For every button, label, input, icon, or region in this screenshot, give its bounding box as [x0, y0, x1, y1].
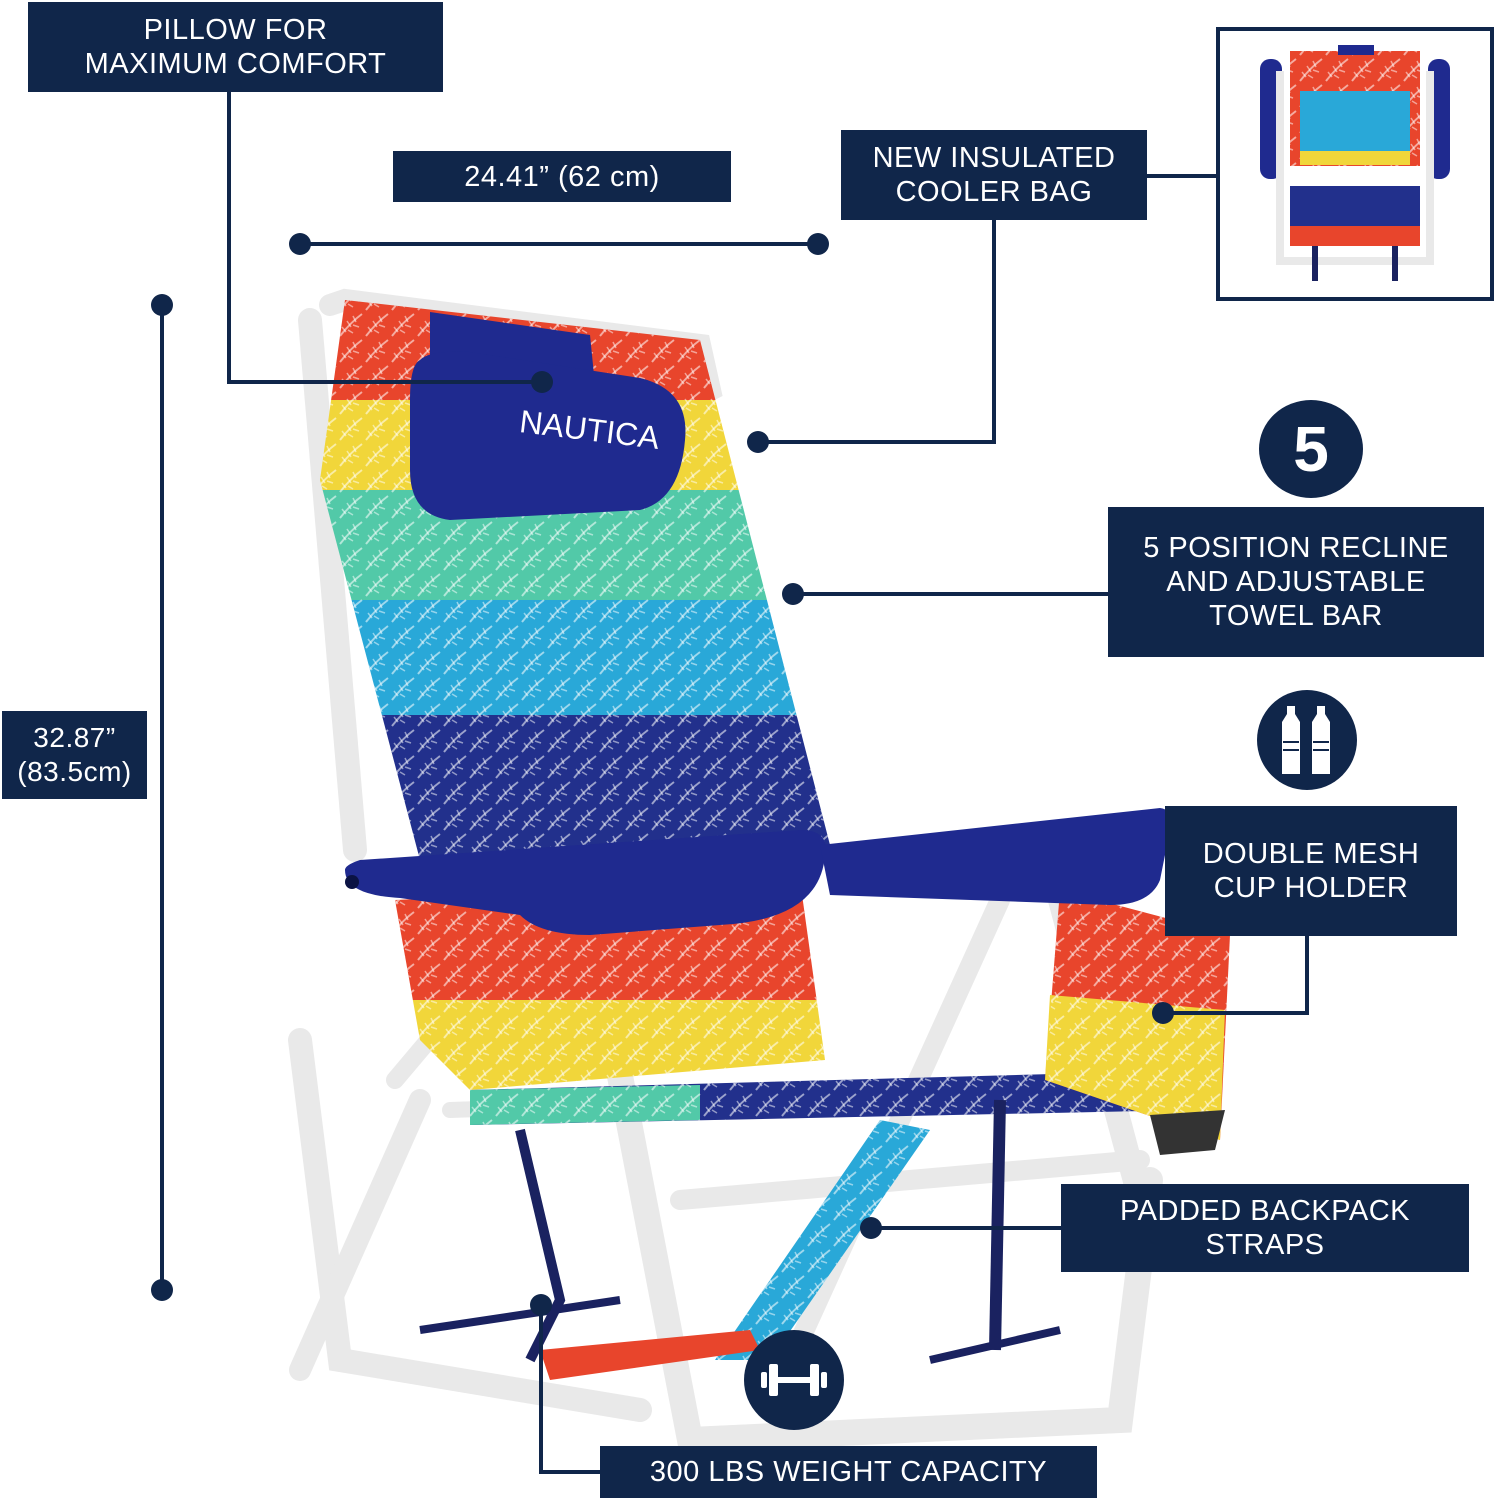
height-dimension-line-2: (83.5cm)	[17, 756, 132, 787]
folded-chair-image	[1260, 45, 1450, 281]
pillow-label-line-1: PILLOW FOR	[143, 14, 328, 46]
cooler-bag-label-line-2: COOLER BAG	[895, 176, 1093, 208]
cup-holder-label-line-1: DOUBLE MESH	[1202, 838, 1420, 870]
weight-capacity-text: 300 LBS WEIGHT CAPACITY	[649, 1456, 1048, 1488]
height-dimension-line-1: 32.87”	[33, 722, 116, 753]
recline-label-line-3: TOWEL BAR	[1209, 600, 1383, 632]
width-dimension-label: 24.41” (62 cm)	[393, 151, 731, 202]
height-dimension-label: 32.87” (83.5cm)	[2, 711, 147, 799]
width-dimension-text: 24.41” (62 cm)	[464, 160, 660, 193]
recline-number: 5	[1293, 413, 1329, 485]
chair-seat-front	[470, 1070, 1200, 1125]
backpack-straps-graphic	[419, 1099, 1061, 1380]
pillow-label-line-2: MAXIMUM COMFORT	[84, 48, 387, 80]
backpack-straps-label-line-1: PADDED BACKPACK	[1119, 1195, 1411, 1227]
pillow-label: PILLOW FOR MAXIMUM COMFORT	[28, 2, 443, 92]
leader-dots	[151, 233, 1174, 1316]
recline-label-line-2: AND ADJUSTABLE	[1166, 566, 1426, 598]
cup-holder-label: DOUBLE MESH CUP HOLDER	[1165, 806, 1457, 936]
recline-label: 5 POSITION RECLINE AND ADJUSTABLE TOWEL …	[1108, 507, 1484, 657]
dumbbell-icon	[744, 1330, 844, 1430]
leader-lines-group	[160, 90, 1309, 1474]
cup-holder-pocket	[1045, 890, 1230, 1155]
pillow: NAUTICA	[410, 312, 686, 520]
recline-label-line-1: 5 POSITION RECLINE	[1143, 532, 1449, 564]
weight-capacity-label: 300 LBS WEIGHT CAPACITY	[600, 1446, 1097, 1498]
backpack-straps-label: PADDED BACKPACK STRAPS	[1061, 1184, 1469, 1272]
recline-number-badge: 5	[1259, 400, 1363, 498]
two-bottles-icon	[1257, 690, 1357, 790]
armrests	[345, 808, 1172, 935]
cooler-bag-label: NEW INSULATED COOLER BAG	[841, 130, 1147, 220]
cooler-bag-thumbnail	[1216, 27, 1494, 301]
cooler-bag-label-line-1: NEW INSULATED	[872, 142, 1116, 174]
backpack-straps-label-line-2: STRAPS	[1205, 1229, 1325, 1261]
cup-holder-label-line-2: CUP HOLDER	[1213, 872, 1409, 904]
